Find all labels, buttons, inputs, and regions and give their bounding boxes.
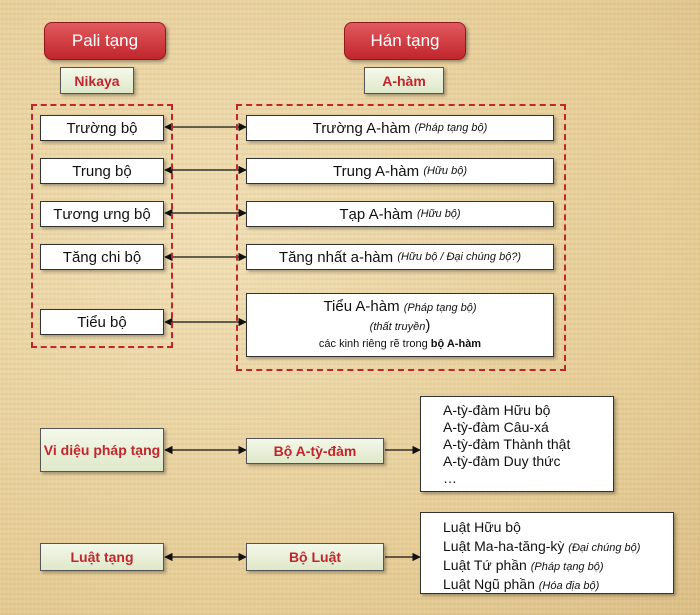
- tieu-aham-note: (Pháp tạng bộ): [403, 301, 477, 314]
- abhidharma-list-item: A-tỳ-đàm Hữu bộ: [443, 402, 551, 418]
- tieu-aham-desc-bold: bộ A-hàm: [430, 337, 482, 350]
- vinaya-item-note: (Hóa địa bộ): [538, 580, 600, 592]
- vinaya-item-name: Luật Tứ phần: [443, 557, 527, 573]
- tieu-aham-lost: (thất truyền: [369, 320, 426, 333]
- vinaya-item-note: (Pháp tạng bộ): [530, 561, 604, 573]
- tieu-aham-name: Tiểu A-hàm: [323, 297, 400, 315]
- vinaya-han-box: Bộ Luật: [246, 543, 384, 571]
- abhidharma-pali-box: Vi diệu pháp tạng: [40, 428, 164, 472]
- pali-group-frame: [31, 104, 173, 348]
- vinaya-item-name: Luật Ma-ha-tăng-kỳ: [443, 538, 565, 554]
- vinaya-list: Luật Hữu bộ Luật Ma-ha-tăng-kỳ (Đại chún…: [420, 512, 674, 594]
- vinaya-item-name: Luật Hữu bộ: [443, 519, 521, 535]
- aham-label: A-hàm: [364, 67, 444, 94]
- han-item-truong-a-ham: Trường A-hàm (Pháp tạng bộ): [246, 115, 554, 141]
- vinaya-list-item: Luật Ma-ha-tăng-kỳ (Đại chúng bộ): [443, 538, 673, 557]
- han-item-tang-nhat-a-ham: Tăng nhất a-hàm (Hữu bộ / Đại chúng bộ?): [246, 244, 554, 270]
- han-item-note: (Pháp tạng bộ): [414, 122, 488, 134]
- pali-item-tuong-ung-bo: Tương ưng bộ: [40, 201, 164, 227]
- vinaya-list-item: Luật Hữu bộ: [443, 519, 673, 538]
- han-header: Hán tạng: [344, 22, 466, 60]
- abhidharma-han-box: Bộ A-tỳ-đàm: [246, 438, 384, 464]
- han-item-name: Trường A-hàm: [312, 119, 411, 137]
- tieu-aham-lost-close: ): [425, 316, 431, 334]
- vinaya-list-item: Luật Tứ phần (Pháp tạng bộ): [443, 557, 673, 576]
- han-group-frame: [236, 104, 566, 371]
- vinaya-pali-box: Luật tạng: [40, 543, 164, 571]
- vinaya-list-item: Luật Ngũ phần (Hóa địa bộ): [443, 576, 673, 595]
- nikaya-label: Nikaya: [60, 67, 134, 94]
- han-item-note: (Hữu bộ): [416, 208, 461, 220]
- pali-item-tang-chi-bo: Tăng chi bộ: [40, 244, 164, 270]
- pali-item-tieu-bo: Tiểu bộ: [40, 309, 164, 335]
- abhidharma-list-item: A-tỳ-đàm Duy thức: [443, 453, 561, 469]
- pali-item-trung-bo: Trung bộ: [40, 158, 164, 184]
- han-item-note: (Hữu bộ / Đại chúng bộ?): [397, 251, 522, 263]
- vinaya-item-note: (Đại chúng bộ): [568, 542, 641, 554]
- han-item-name: Tạp A-hàm: [339, 205, 413, 223]
- pali-header: Pali tạng: [44, 22, 166, 60]
- han-item-note: (Hữu bộ): [423, 165, 467, 177]
- han-item-name: Tăng nhất a-hàm: [278, 248, 394, 266]
- han-item-trung-a-ham: Trung A-hàm (Hữu bộ): [246, 158, 554, 184]
- pali-item-truong-bo: Trường bộ: [40, 115, 164, 141]
- abhidharma-list-item: …: [443, 470, 457, 486]
- han-item-name: Trung A-hàm: [333, 162, 420, 180]
- abhidharma-list: A-tỳ-đàm Hữu bộ A-tỳ-đàm Câu-xá A-tỳ-đàm…: [420, 396, 614, 492]
- han-item-tieu-a-ham: Tiểu A-hàm (Pháp tạng bộ) (thất truyền) …: [246, 293, 554, 357]
- abhidharma-list-item: A-tỳ-đàm Câu-xá: [443, 419, 549, 435]
- abhidharma-list-item: A-tỳ-đàm Thành thật: [443, 436, 571, 452]
- vinaya-item-name: Luật Ngũ phần: [443, 576, 535, 592]
- tieu-aham-desc: các kinh riêng rẽ trong: [318, 337, 431, 350]
- han-item-tap-a-ham: Tạp A-hàm (Hữu bộ): [246, 201, 554, 227]
